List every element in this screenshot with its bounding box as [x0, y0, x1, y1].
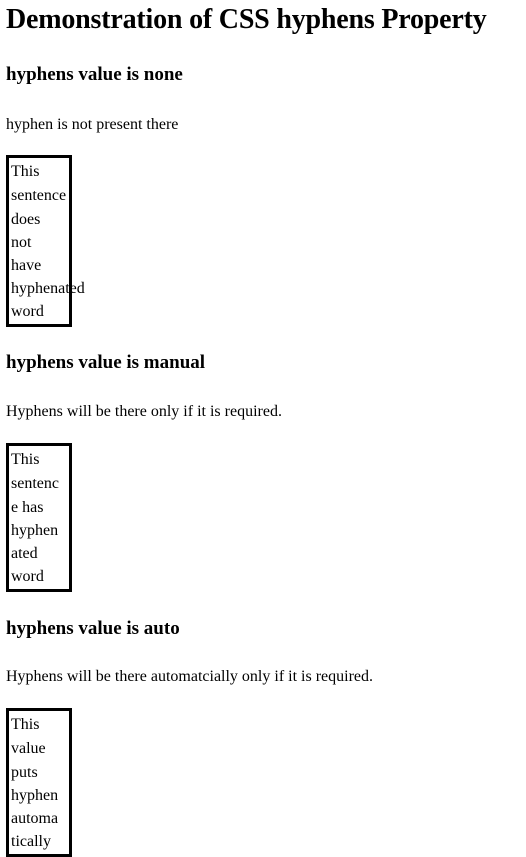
section-description-auto: Hyphens will be there automatcially only… — [6, 668, 374, 685]
box-line: e has — [11, 499, 44, 516]
section-description-none: hyphen is not present there — [6, 116, 179, 133]
hyphens-auto-box: This value puts hyphen automa tically — [6, 708, 72, 857]
box-line: automa — [11, 810, 59, 827]
box-line: This — [11, 716, 40, 733]
page-title: Demonstration of CSS hyphens Property — [6, 4, 487, 35]
section-heading-manual: hyphens value is manual — [6, 352, 206, 373]
box-line: hyphen — [11, 787, 59, 804]
box-line: ated — [11, 545, 38, 562]
box-line: not — [11, 234, 32, 251]
box-line: sentenc — [11, 475, 59, 492]
hyphens-manual-box: This sentenc e has hyphen ated word — [6, 443, 72, 592]
hyphens-none-box: This sentence does not have hyphenated w… — [6, 155, 85, 327]
section-description-manual: Hyphens will be there only if it is requ… — [6, 403, 282, 420]
box-line: have — [11, 257, 42, 274]
box-line: tically — [11, 833, 51, 850]
section-heading-none: hyphens value is none — [6, 64, 183, 85]
box-line: hyphen — [11, 522, 59, 539]
box-line: value — [11, 740, 46, 757]
section-heading-auto: hyphens value is auto — [6, 618, 180, 639]
box-line: does — [11, 211, 41, 228]
box-line: word — [11, 568, 44, 585]
box-line: puts — [11, 764, 38, 781]
box-line: sentence — [11, 187, 67, 204]
box-line: This — [11, 451, 40, 468]
box-line: This — [11, 163, 40, 180]
box-line: word — [11, 303, 44, 320]
box-line: hyphenated — [11, 280, 85, 297]
